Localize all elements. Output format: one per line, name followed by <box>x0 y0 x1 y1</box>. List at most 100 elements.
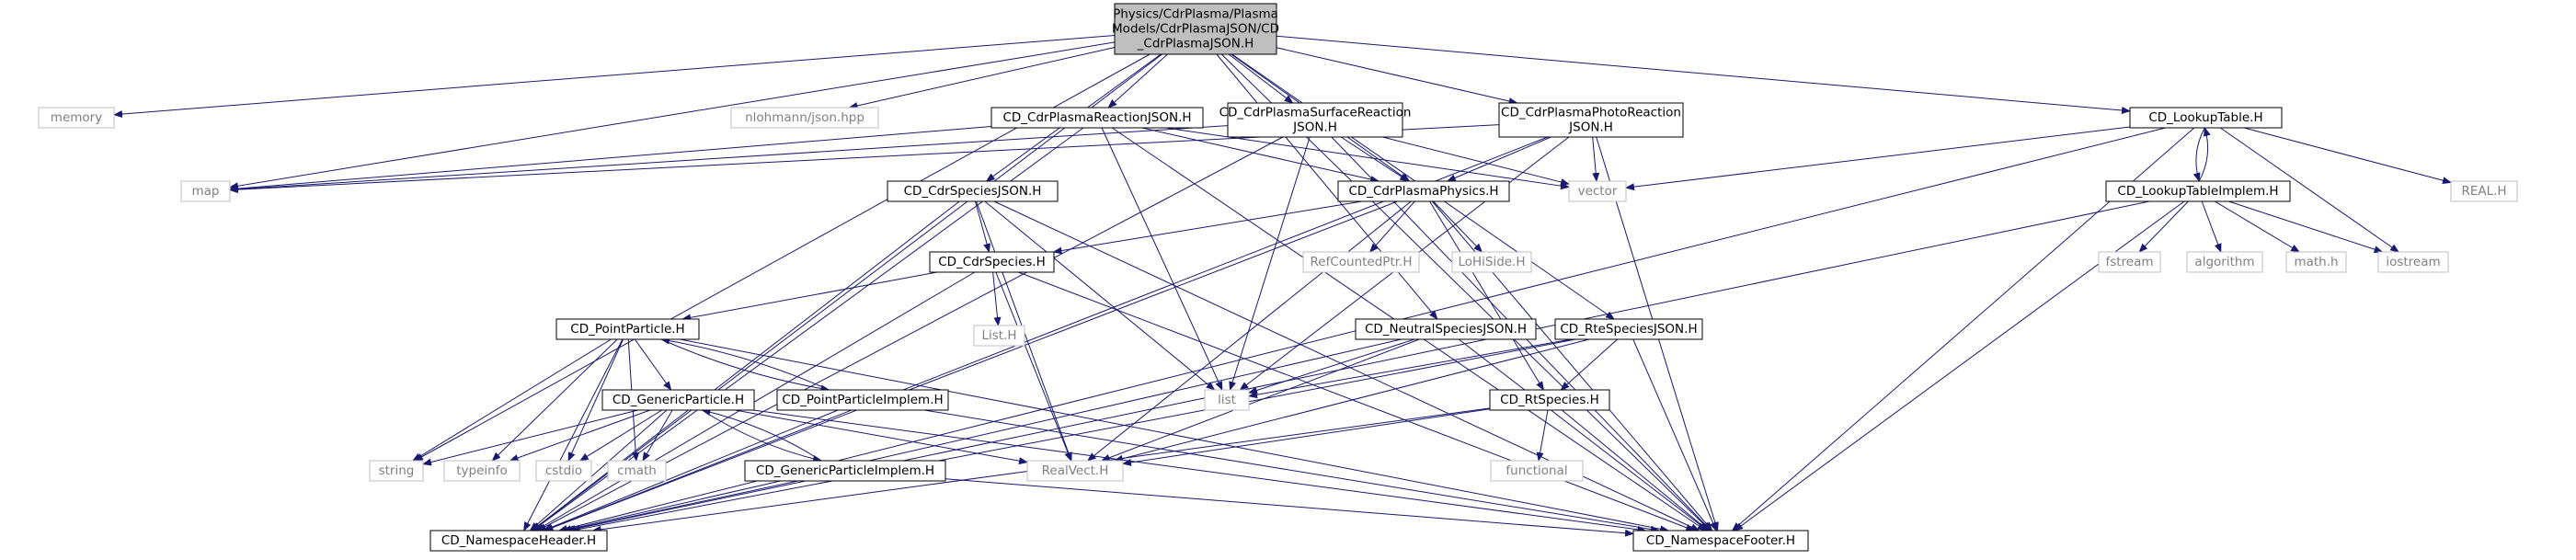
edge-point-to-generic <box>634 338 672 391</box>
node-memory: memory <box>38 107 115 129</box>
node-cmath: cmath <box>607 460 667 482</box>
node-label-photojson: CD_CdrPlasmaPhotoReaction <box>1501 106 1681 120</box>
node-speciesjson[interactable]: CD_CdrSpeciesJSON.H <box>887 180 1059 202</box>
edge-generic-to-genericimpl <box>702 409 823 463</box>
node-nsheader[interactable]: CD_NamespaceHeader.H <box>429 530 608 552</box>
node-string: string <box>369 460 424 482</box>
edge-rtejson-to-realvect <box>1114 338 1590 463</box>
node-box-algorithm <box>2186 251 2263 273</box>
edge-root-to-photojson <box>1276 47 1518 105</box>
node-genericimpl[interactable]: CD_GenericParticleImplem.H <box>744 460 946 482</box>
node-lookupimpl[interactable]: CD_LookupTableImplem.H <box>2105 180 2291 202</box>
node-label-list: list <box>1218 393 1236 407</box>
edge-root-to-memory <box>113 34 1116 119</box>
node-neutral[interactable]: CD_NeutralSpeciesJSON.H <box>1355 318 1537 340</box>
node-point[interactable]: CD_PointParticle.H <box>555 318 700 340</box>
edge-speciesjson-to-nsheader <box>531 200 960 531</box>
edge-rtspecies-to-nsfooter <box>1562 409 1710 531</box>
node-generic[interactable]: CD_GenericParticle.H <box>601 389 755 411</box>
edge-cdrspecies-to-nsfooter <box>1018 271 1696 531</box>
node-label-refcounted: RefCountedPtr.H <box>1311 255 1413 269</box>
node-pointimpl[interactable]: CD_PointParticleImplem.H <box>776 389 949 411</box>
node-iostream: iostream <box>2377 251 2449 273</box>
edge-speciesjson-to-list <box>984 200 1216 391</box>
node-label-memory: memory <box>51 110 102 125</box>
node-physics[interactable]: CD_CdrPlasmaPhysics.H <box>1337 180 1510 202</box>
edge-point-to-pointimpl <box>660 338 830 393</box>
node-lookup[interactable]: CD_LookupTable.H <box>2129 107 2283 129</box>
node-box-realh <box>2450 180 2518 202</box>
node-label-functional: functional <box>1506 463 1567 478</box>
node-box-cdrspecies <box>929 251 1055 273</box>
edge-physics-to-nsfooter <box>1431 200 1713 531</box>
edge-reactjson-to-map <box>229 125 992 193</box>
node-label-cdrspecies: CD_CdrSpecies.H <box>938 255 1046 269</box>
edge-reactjson-to-list <box>1101 127 1223 391</box>
edge-physics-to-rtspecies <box>1429 200 1544 391</box>
node-box-nsheader <box>429 530 608 552</box>
node-label-cmath: cmath <box>617 463 657 478</box>
edge-lookup-to-lookupimpl <box>2192 127 2205 182</box>
edge-physics-to-refcounted <box>1369 200 1415 253</box>
edge-generic-to-nsfooter <box>752 409 1647 533</box>
node-box-speciesjson <box>887 180 1059 202</box>
node-box-memory <box>38 107 115 129</box>
edge-physics-to-realvect <box>1086 200 1412 462</box>
node-label-point: CD_PointParticle.H <box>570 322 684 337</box>
node-rtspecies[interactable]: CD_RtSpecies.H <box>1489 389 1610 411</box>
node-label-lookupimpl: CD_LookupTableImplem.H <box>2117 184 2278 199</box>
node-label-surfjson: JSON.H <box>1292 120 1337 135</box>
node-box-listh <box>973 325 1025 347</box>
node-typeinfo: typeinfo <box>443 460 521 482</box>
node-label-string: string <box>379 463 415 478</box>
node-box-vector <box>1568 180 1627 202</box>
edge-generic-to-typeinfo <box>509 409 651 462</box>
edge-speciesjson-to-nsfooter <box>993 200 1700 531</box>
edge-neutral-to-list <box>1248 338 1415 394</box>
edge-surfjson-to-physics <box>1340 136 1410 182</box>
node-label-map: map <box>192 184 220 199</box>
node-box-string <box>369 460 424 482</box>
edge-generic-to-cstdio <box>578 409 662 462</box>
node-cdrspecies[interactable]: CD_CdrSpecies.H <box>929 251 1055 273</box>
edge-cdrspecies-to-nsheader <box>534 271 976 531</box>
node-label-listh: List.H <box>981 328 1016 343</box>
nodes-layer: Physics/CdrPlasma/PlasmaModels/CdrPlasma… <box>38 3 2518 552</box>
edge-physics-to-cdrspecies <box>1052 200 1363 255</box>
node-label-algorithm: algorithm <box>2194 255 2254 269</box>
node-label-physics: CD_CdrPlasmaPhysics.H <box>1348 184 1498 199</box>
node-cstdio: cstdio <box>535 460 592 482</box>
edge-rtejson-to-nsheader <box>570 338 1576 533</box>
edge-point-to-string <box>412 338 612 462</box>
node-nsfooter[interactable]: CD_NamespaceFooter.H <box>1632 530 1809 552</box>
node-label-surfjson: CD_CdrPlasmaSurfaceReaction <box>1219 106 1412 120</box>
node-rtejson[interactable]: CD_RteSpeciesJSON.H <box>1554 318 1703 340</box>
edge-lookup-to-vector <box>1625 126 2131 191</box>
edge-cdrspecies-to-point <box>681 271 937 322</box>
node-box-reactjson <box>990 107 1204 129</box>
node-box-point <box>555 318 700 340</box>
node-label-nsfooter: CD_NamespaceFooter.H <box>1646 533 1795 548</box>
edge-rtejson-to-rtspecies <box>1560 338 1619 391</box>
node-root[interactable]: Physics/CdrPlasma/PlasmaModels/CdrPlasma… <box>1112 3 1279 55</box>
edge-lookupimpl-to-mathh <box>2215 200 2300 253</box>
node-label-mathh: math.h <box>2294 255 2338 269</box>
node-box-refcounted <box>1302 251 1420 273</box>
node-box-photojson <box>1498 102 1684 138</box>
edge-generic-to-realvect <box>735 409 1028 465</box>
node-reactjson[interactable]: CD_CdrPlasmaReactionJSON.H <box>990 107 1204 129</box>
edge-neutral-to-nsfooter <box>1458 338 1709 531</box>
node-label-nsheader: CD_NamespaceHeader.H <box>441 533 596 548</box>
edge-rtejson-to-list <box>1248 338 1572 399</box>
node-label-json: nlohmann/json.hpp <box>745 110 864 125</box>
node-label-typeinfo: typeinfo <box>456 463 507 478</box>
node-box-neutral <box>1355 318 1537 340</box>
node-lohiside: LoHiSide.H <box>1451 251 1532 273</box>
node-label-reactjson: CD_CdrPlasmaReactionJSON.H <box>1002 110 1191 125</box>
node-box-generic <box>601 389 755 411</box>
edge-lookup-to-realh <box>2243 127 2452 185</box>
